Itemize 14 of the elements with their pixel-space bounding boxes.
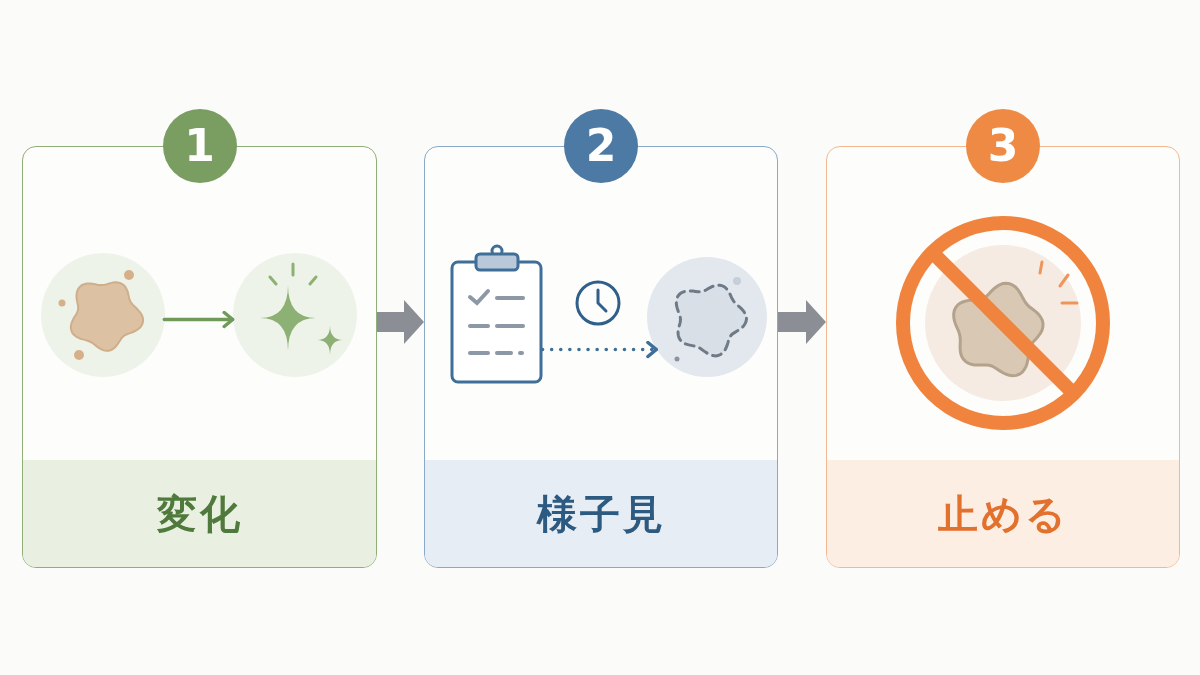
step-title: 様子見: [536, 489, 666, 538]
stain-circle: [40, 252, 165, 377]
faded-stain-circle: [646, 256, 767, 377]
step-title: 変化: [156, 489, 243, 538]
arrow: [162, 310, 235, 329]
step-number-badge: 2: [564, 109, 638, 183]
dotted-arrow: [540, 340, 659, 359]
sparkle-circle: [232, 252, 357, 377]
block-arrow: [377, 300, 424, 344]
step-number-badge: 3: [966, 109, 1040, 183]
block-arrow: [778, 300, 826, 344]
clipboard-drawing: [449, 242, 543, 384]
step-title: 止める: [937, 489, 1069, 538]
step-number-badge: 1: [162, 109, 237, 183]
